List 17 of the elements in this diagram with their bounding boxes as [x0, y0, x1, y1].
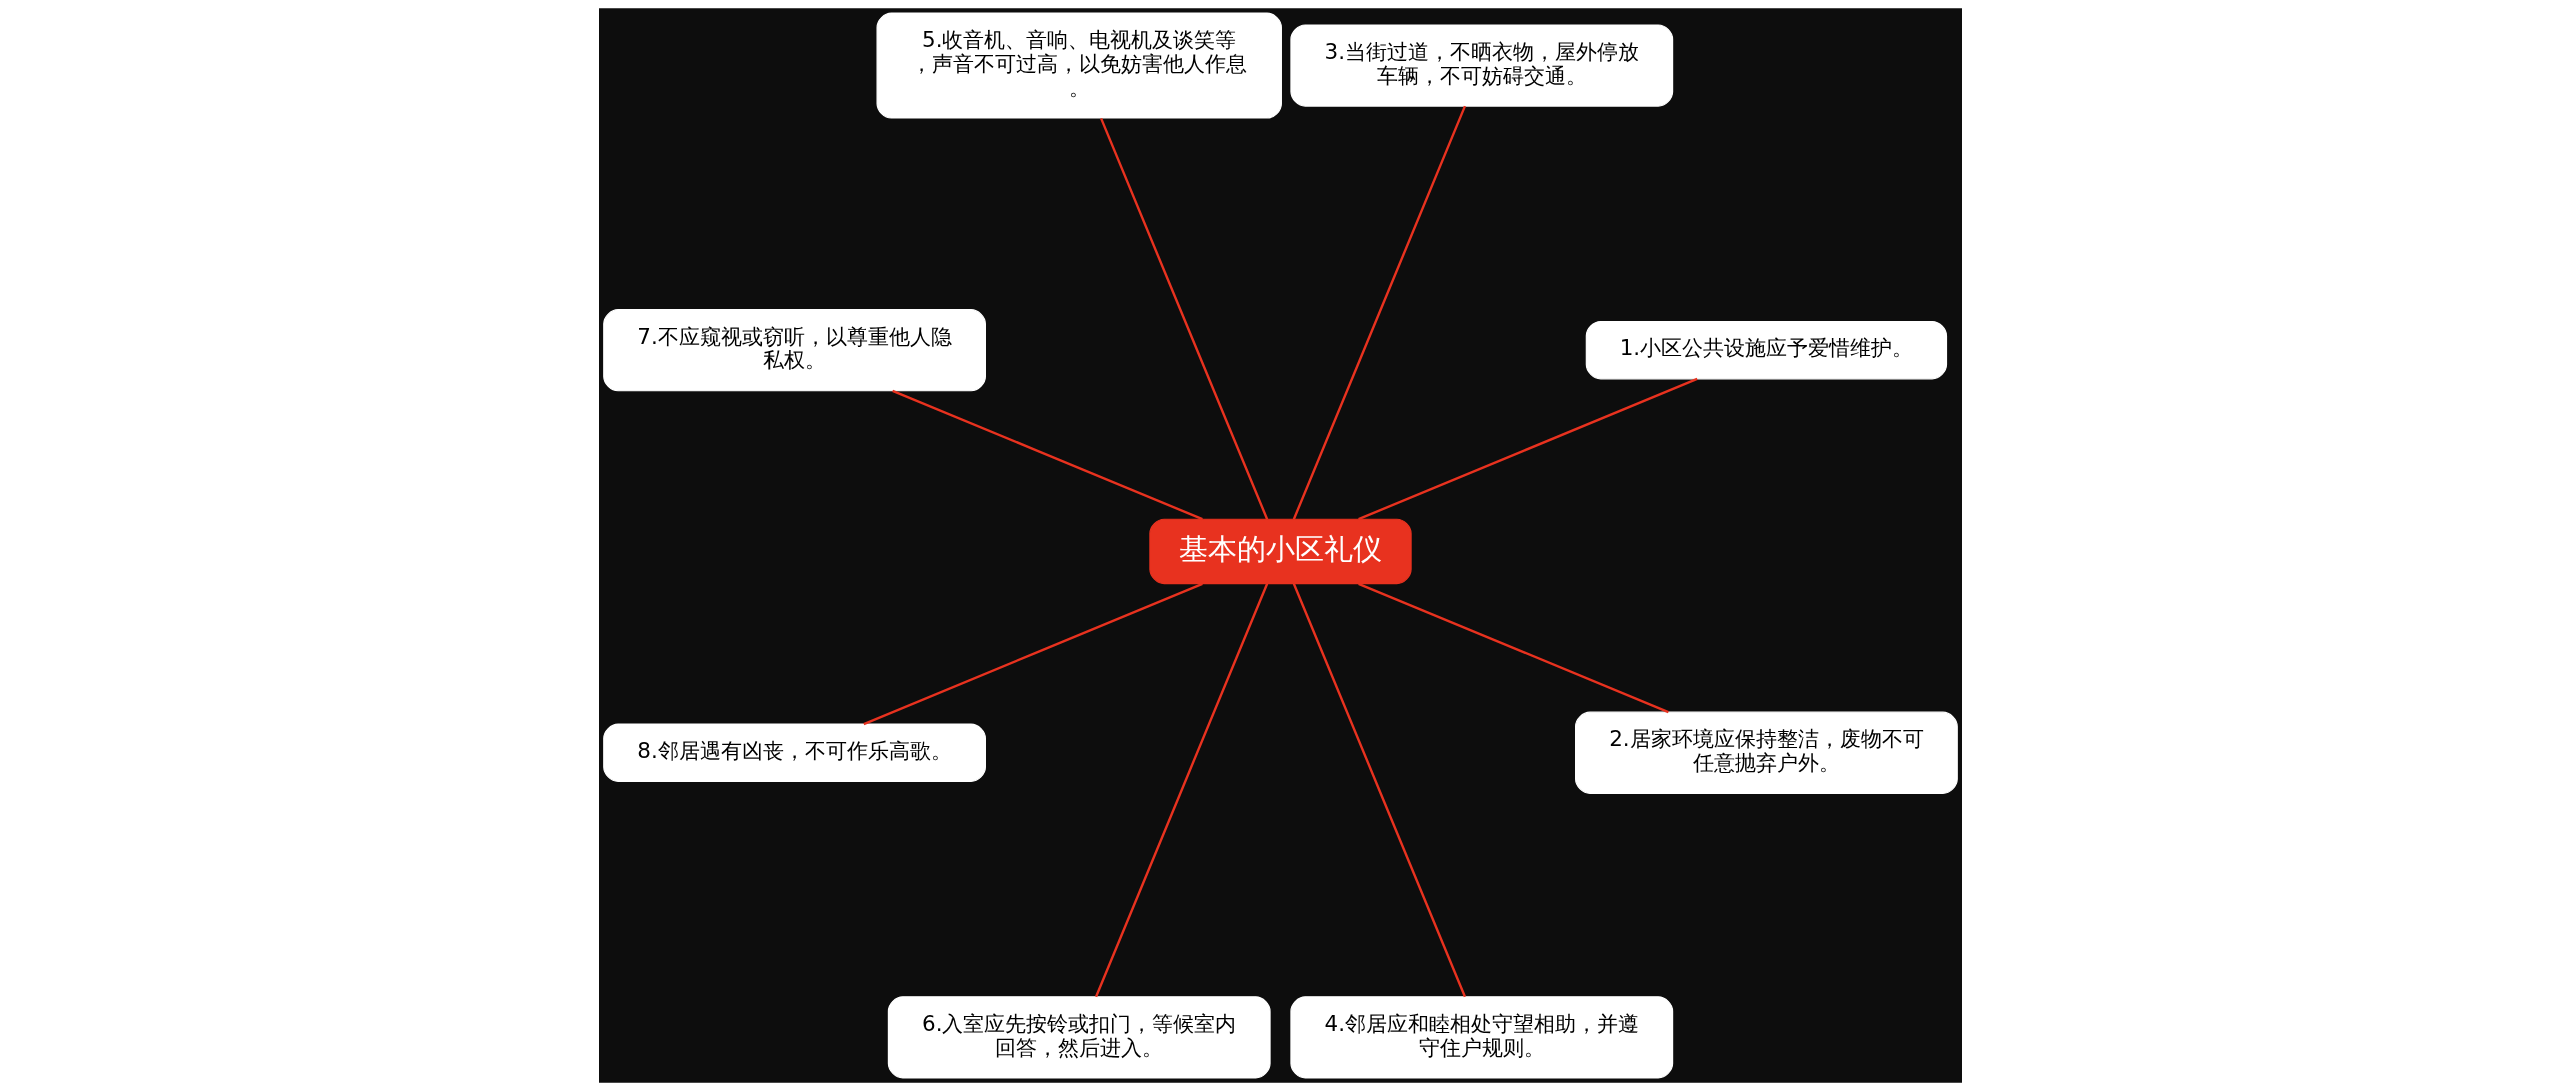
node-box: 4.邻居应和睦相处守望相助，并遵守住户规则。 [1289, 996, 1673, 1079]
connector [1357, 377, 1698, 521]
connector [1292, 105, 1466, 520]
connector [1292, 583, 1466, 998]
connector [862, 582, 1203, 726]
node-box: 1.小区公共设施应予爱惜维护。 [1585, 320, 1947, 380]
node-box: 2.居家环境应保持整洁，废物不可任意抛弃户外。 [1574, 711, 1958, 794]
connector [1357, 582, 1669, 714]
connector [891, 389, 1203, 521]
connector [1099, 117, 1268, 520]
node-box: 基本的小区礼仪 [1148, 518, 1412, 585]
node-box: 3.当街过道，不晒衣物，屋外停放车辆，不可妨碍交通。 [1289, 24, 1673, 107]
connector [1094, 583, 1268, 998]
node-box: 7.不应窥视或窃听，以尊重他人隐私权。 [602, 309, 986, 392]
node-box: 6.入室应先按铃或扣门，等候室内回答，然后进入。 [887, 996, 1271, 1079]
node-box: 5.收音机、音响、电视机及谈笑等，声音不可过高，以免妨害他人作息。 [876, 12, 1282, 119]
node-box: 8.邻居遇有凶丧，不可作乐高歌。 [602, 723, 986, 782]
